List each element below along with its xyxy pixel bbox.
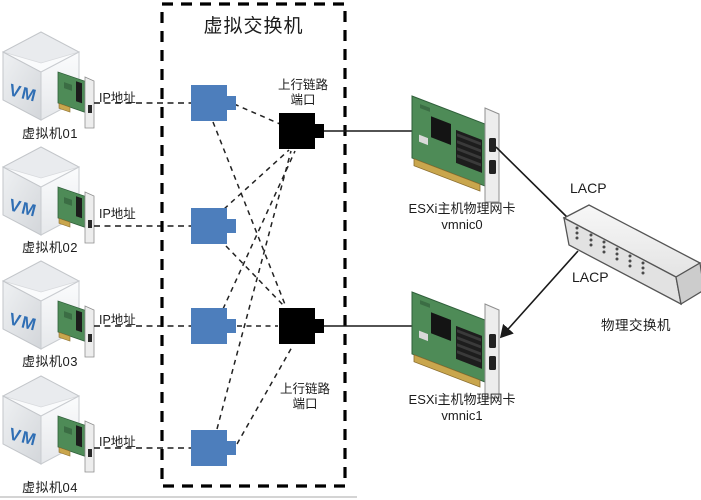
vm-host-01: VM [2, 31, 95, 129]
physical-switch-icon [562, 204, 701, 306]
lacp-label-bottom: LACP [572, 269, 609, 285]
vm-host-04: VM [2, 375, 95, 473]
uplink-label-bottom-line1: 上行链路 [279, 382, 330, 396]
ip-label-3: IP地址 [99, 313, 136, 327]
lacp-link-top [495, 146, 572, 222]
esxi-nic-label-0: ESXi主机物理网卡 vmnic0 [392, 201, 532, 232]
vswitch-ports [191, 85, 236, 466]
esxi-nic-name-1: vmnic1 [441, 407, 483, 423]
vm-host-02: VM [2, 146, 95, 244]
vm-port-links [94, 102, 191, 449]
virtual-switch-title: 虚拟交换机 [203, 16, 304, 37]
uplink-label-top-line2: 端口 [290, 93, 316, 107]
lacp-link-bottom [499, 250, 579, 339]
vm-nic-icon [57, 415, 95, 473]
ip-label-1: IP地址 [99, 91, 136, 105]
ip-label-2: IP地址 [99, 207, 136, 221]
uplink-label-top: 上行链路 端口 [263, 78, 343, 108]
esxi-nic-title-0: ESXi主机物理网卡 [408, 201, 516, 216]
vm-name-01: 虚拟机01 [22, 126, 78, 141]
vm-name-03: 虚拟机03 [22, 354, 78, 369]
uplink-port-2 [279, 308, 324, 344]
virtual-switch-boundary [160, 2, 347, 488]
uplink-nic-links [324, 130, 414, 327]
vm-host-03: VM [2, 260, 95, 358]
vm-name-04: 虚拟机04 [22, 480, 78, 495]
esxi-nic-vmnic0 [411, 95, 500, 203]
esxi-nic-label-1: ESXi主机物理网卡 vmnic1 [392, 392, 532, 423]
lacp-label-top: LACP [570, 180, 607, 196]
vswitch-port-2 [191, 208, 236, 244]
ip-label-4: IP地址 [99, 435, 136, 449]
vm-nic-icon [57, 71, 95, 129]
physical-switch-label: 物理交换机 [601, 318, 671, 333]
vm-nic-icon [57, 300, 95, 358]
esxi-nic-title-1: ESXi主机物理网卡 [408, 392, 516, 407]
uplink-label-bottom: 上行链路 端口 [265, 382, 345, 412]
vswitch-port-3 [191, 308, 236, 344]
switch-port-dots [575, 226, 645, 275]
vswitch-port-4 [191, 430, 236, 466]
vm-nic-icon [57, 186, 95, 244]
uplink-port-1 [279, 113, 324, 149]
vswitch-internal-links [212, 103, 296, 445]
uplink-label-bottom-line2: 端口 [292, 397, 318, 411]
esxi-nic-name-0: vmnic0 [441, 216, 483, 232]
vm-name-02: 虚拟机02 [22, 240, 78, 255]
esxi-nic-vmnic1 [411, 291, 500, 399]
uplink-ports [279, 113, 324, 344]
vswitch-port-1 [191, 85, 236, 121]
uplink-label-top-line1: 上行链路 [277, 78, 328, 92]
